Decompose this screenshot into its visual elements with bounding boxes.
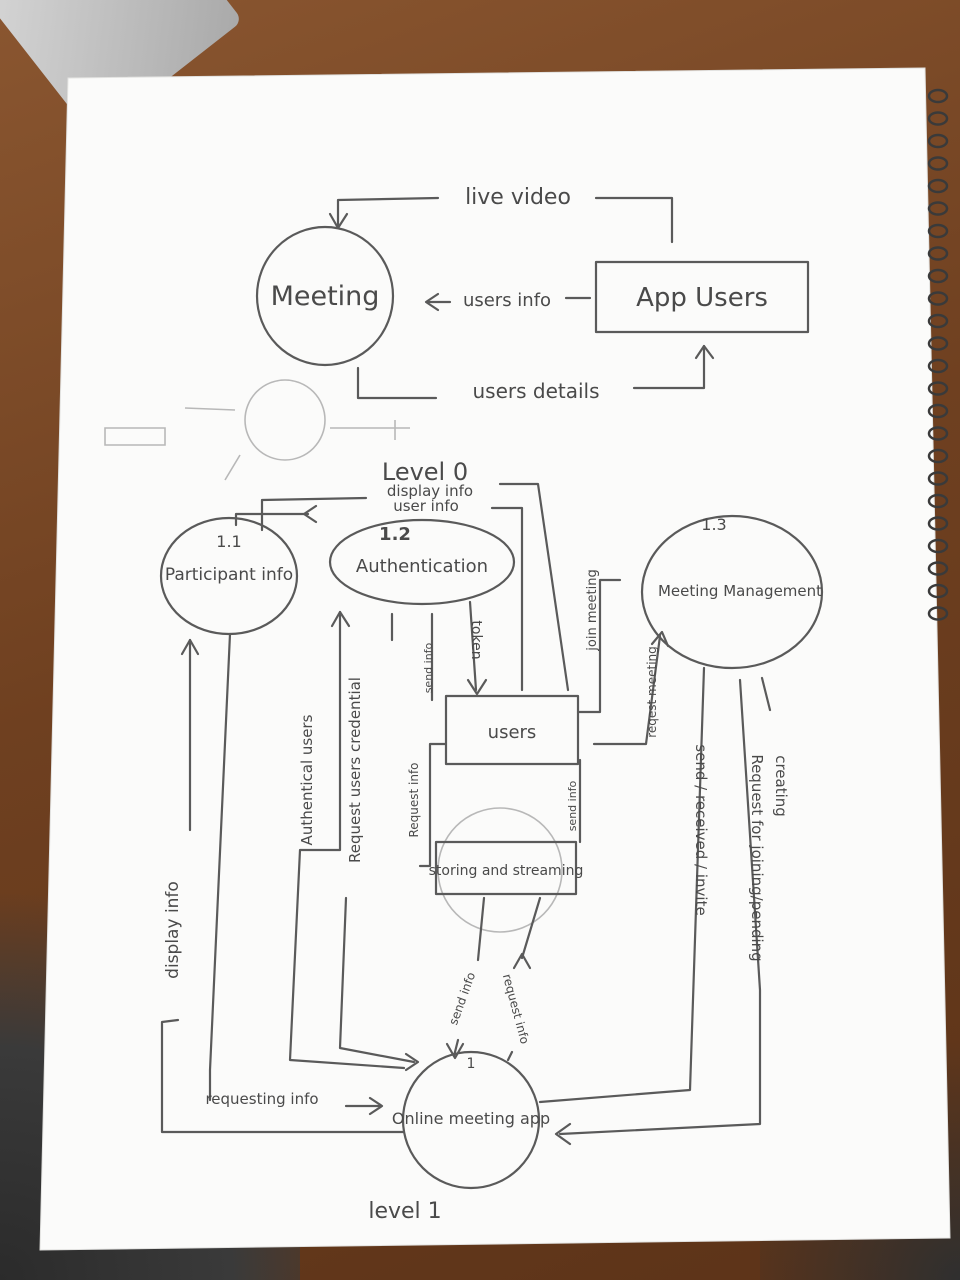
requesting-info-arrowhead xyxy=(368,1096,384,1116)
request-credential-label: Request users credential xyxy=(346,677,364,863)
participant-info-label: Participant info xyxy=(165,565,293,585)
request-info-store-flow xyxy=(506,896,542,1062)
spiral-ring xyxy=(927,133,949,149)
send-received-invite-label: send / received / invite xyxy=(692,744,710,915)
user-info-arrowhead xyxy=(302,504,318,524)
participant-info-id: 1.1 xyxy=(216,532,241,551)
requesting-info-label: requesting info xyxy=(205,1090,318,1108)
live-video-label: live video xyxy=(465,185,571,210)
paper-sheet xyxy=(39,67,951,1251)
request-credential-arrowhead xyxy=(404,1052,420,1072)
display-info-left-flow xyxy=(160,638,406,1134)
spiral-ring xyxy=(927,178,949,194)
users-info-arrowhead xyxy=(424,292,440,312)
spiral-ring xyxy=(927,111,949,126)
creating-tick xyxy=(760,676,772,712)
users-data-store-label: users xyxy=(488,722,537,743)
spiral-ring xyxy=(927,493,949,509)
users-info-label: users info xyxy=(463,290,551,311)
spiral-ring xyxy=(927,583,949,599)
request-info-users-label: Request info xyxy=(407,762,421,837)
request-meeting-arrowhead xyxy=(650,630,670,648)
requesting-info-flow xyxy=(208,632,382,1108)
request-info-users-flow xyxy=(418,742,448,868)
request-credential-flow xyxy=(338,612,416,1064)
live-video-flow xyxy=(336,196,674,244)
spiral-ring xyxy=(927,88,949,104)
meeting-process-label: Meeting xyxy=(271,281,380,312)
spiral-ring xyxy=(927,268,949,284)
spiral-ring xyxy=(927,291,949,306)
creating-label: creating xyxy=(772,755,790,817)
authentication-process xyxy=(328,518,516,606)
display-info-top-flow xyxy=(260,482,570,692)
request-info-store-arrowhead xyxy=(512,952,532,970)
users-details-flow xyxy=(356,344,706,400)
meeting-process-circle xyxy=(255,225,395,367)
users-details-label: users details xyxy=(472,379,599,403)
spiral-ring xyxy=(927,201,949,216)
spiral-ring xyxy=(927,381,949,396)
send-info-store-arrowhead xyxy=(445,1042,465,1060)
user-info-top-flow xyxy=(234,506,524,692)
token-flow xyxy=(468,600,478,692)
send-received-invite-flow xyxy=(538,666,706,1104)
authentication-id: 1.2 xyxy=(379,524,411,545)
spiral-ring xyxy=(927,313,949,329)
live-video-arrowhead xyxy=(328,212,349,230)
spiral-ring xyxy=(927,223,949,239)
request-join-pending-label: Request for joining/pending xyxy=(748,754,766,961)
send-info-auth-label: send info xyxy=(422,642,435,693)
authentical-users-flow xyxy=(288,610,406,1070)
send-info-users-label: send info xyxy=(566,780,579,831)
spiral-ring xyxy=(927,246,949,261)
authentical-users-arrowhead xyxy=(330,610,351,628)
spiral-ring xyxy=(927,156,949,171)
spiral-ring xyxy=(927,516,949,531)
level-0-heading: Level 0 xyxy=(382,458,468,486)
spiral-ring xyxy=(927,358,949,374)
users-data-store xyxy=(444,694,580,766)
online-meeting-app-label: Online meeting app xyxy=(392,1109,550,1128)
user-info-top-label: user info xyxy=(393,497,459,515)
users-info-flow xyxy=(426,296,592,304)
display-info-left-arrowhead xyxy=(180,638,200,656)
level-1-heading: level 1 xyxy=(368,1199,441,1224)
online-meeting-app-process xyxy=(401,1050,541,1190)
send-info-store-flow xyxy=(452,896,486,1058)
spiral-ring xyxy=(927,403,949,419)
meeting-management-process xyxy=(640,514,824,670)
app-users-entity xyxy=(594,260,810,334)
request-meeting-label: reqest meeting xyxy=(645,646,659,738)
spiral-ring xyxy=(927,336,949,351)
authentical-users-label: Authentical users xyxy=(298,714,316,845)
spiral-ring xyxy=(927,448,949,464)
online-meeting-app-id: 1 xyxy=(467,1056,476,1072)
display-info-top-label: display info xyxy=(387,482,473,500)
app-users-label: App Users xyxy=(636,283,768,313)
storing-streaming-label: storing and streaming xyxy=(429,863,584,879)
request-meeting-flow xyxy=(592,634,662,746)
token-label: token xyxy=(468,620,484,659)
spiral-ring xyxy=(927,471,949,486)
spiral-binding xyxy=(927,88,949,621)
storing-streaming-store xyxy=(434,840,578,896)
token-arrowhead xyxy=(466,678,488,696)
spiral-ring xyxy=(927,561,949,576)
display-info-left-label: display info xyxy=(163,881,183,979)
authentication-label: Authentication xyxy=(356,556,488,577)
meeting-management-label: Meeting Management xyxy=(658,582,822,600)
users-details-arrowhead xyxy=(694,344,715,360)
spiral-ring xyxy=(927,538,949,554)
spiral-ring xyxy=(927,426,949,441)
meeting-management-id: 1.3 xyxy=(701,515,726,534)
spiral-ring xyxy=(927,606,949,621)
request-join-pending-arrowhead xyxy=(554,1122,572,1146)
join-meeting-flow xyxy=(576,578,622,714)
erased-sketch xyxy=(104,379,563,933)
request-join-pending-flow xyxy=(558,678,762,1136)
join-meeting-label: join meeting xyxy=(585,569,600,651)
